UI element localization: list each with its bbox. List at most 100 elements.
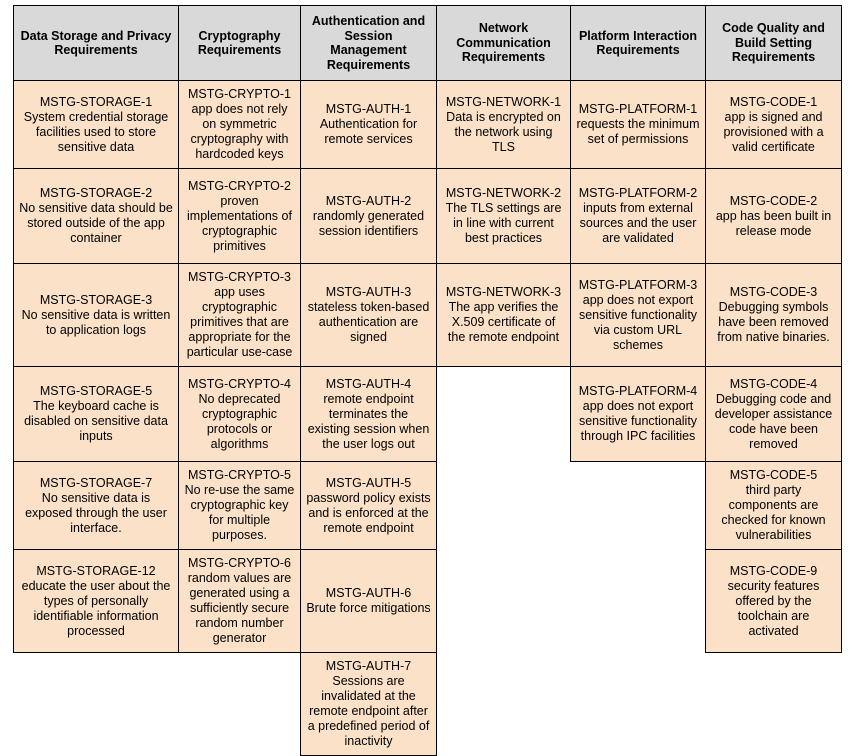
requirement-description: System credential storage facilities use… — [23, 109, 169, 154]
requirement-description: remote endpoint terminates the existing … — [307, 391, 430, 451]
column-header-data-storage: Data Storage and Privacy Requirements — [13, 5, 179, 81]
column-header-network: Network Communication Requirements — [436, 5, 571, 81]
column-header-cryptography: Cryptography Requirements — [178, 5, 301, 81]
requirement-id: MSTG-AUTH-5 — [325, 475, 412, 490]
requirement-id: MSTG-STORAGE-12 — [36, 563, 156, 578]
requirement-description: password policy exists and is enforced a… — [306, 490, 431, 535]
requirement-id: MSTG-CODE-3 — [729, 285, 818, 299]
empty-cell — [705, 652, 842, 756]
requirement-description: No deprecated cryptographic protocols or… — [198, 391, 281, 451]
requirement-description: No sensitive data is written to applicat… — [21, 307, 171, 337]
table-header: Data Storage and Privacy Requirements Cr… — [13, 5, 842, 81]
requirement-id: MSTG-CODE-5 — [729, 468, 818, 482]
table-header-row: Data Storage and Privacy Requirements Cr… — [13, 5, 842, 81]
requirement-id: MSTG-STORAGE-2 — [39, 186, 153, 200]
empty-cell — [13, 652, 179, 756]
requirement-description: app has been built in release mode — [715, 208, 832, 238]
requirement-id: MSTG-STORAGE-7 — [39, 475, 153, 490]
requirement-id: MSTG-CODE-4 — [729, 376, 818, 391]
requirement-id: MSTG-CODE-2 — [729, 193, 818, 208]
requirement-description: app does not export sensitive functional… — [578, 292, 698, 352]
requirement-id: MSTG-STORAGE-3 — [39, 292, 153, 307]
requirement-description: app is signed and provisioned with a val… — [723, 109, 824, 154]
requirement-id: MSTG-PLATFORM-3 — [578, 277, 698, 292]
requirement-description: inputs from external sources and the use… — [579, 201, 697, 245]
requirement-id: MSTG-AUTH-7 — [325, 659, 412, 673]
requirement-description: stateless token-based authentication are… — [307, 300, 430, 344]
requirement-description: app does not export sensitive functional… — [578, 399, 698, 443]
empty-cell — [178, 652, 301, 756]
requirement-description: third party components are checked for k… — [721, 483, 826, 542]
requirement-id: MSTG-STORAGE-1 — [39, 94, 153, 109]
mstg-requirements-table-wrapper: Data Storage and Privacy Requirements Cr… — [13, 5, 842, 756]
requirement-id: MSTG-AUTH-2 — [325, 193, 412, 208]
requirement-description: educate the user about the types of pers… — [21, 578, 171, 638]
requirement-id: MSTG-CRYPTO-4 — [187, 376, 292, 391]
requirement-description: Debugging code and developer assistance … — [714, 391, 833, 451]
empty-cell — [436, 366, 571, 462]
requirement-description: Sessions are invalidated at the remote e… — [307, 674, 430, 748]
requirement-id: MSTG-CODE-1 — [729, 94, 818, 109]
requirement-description: randomly generated session identifiers — [312, 208, 425, 238]
requirement-description: No sensitive data is exposed through the… — [25, 490, 167, 535]
requirement-id: MSTG-STORAGE-5 — [39, 384, 153, 398]
requirement-id: MSTG-CRYPTO-3 — [187, 270, 292, 284]
column-header-platform: Platform Interaction Requirements — [570, 5, 706, 81]
requirement-id: MSTG-PLATFORM-2 — [578, 186, 698, 200]
requirement-id: MSTG-PLATFORM-1 — [578, 102, 698, 116]
requirement-id: MSTG-AUTH-3 — [325, 285, 412, 299]
column-header-authentication: Authentication and Session Management Re… — [300, 5, 437, 81]
requirement-id: MSTG-CRYPTO-2 — [187, 178, 292, 193]
requirement-id: MSTG-AUTH-6 — [325, 586, 412, 600]
requirement-description: Authentication for remote services — [319, 117, 418, 146]
empty-cell — [436, 549, 571, 653]
requirement-description: requests the minimum set of permissions — [576, 117, 700, 146]
requirement-id: MSTG-CRYPTO-5 — [187, 468, 292, 482]
empty-cell — [436, 652, 571, 756]
requirement-id: MSTG-AUTH-1 — [325, 102, 412, 116]
requirement-description: random values are generated using a suff… — [187, 571, 292, 645]
requirement-description: No re-use the same cryptographic key for… — [184, 483, 295, 542]
requirement-description: proven implementations of cryptographic … — [187, 193, 292, 253]
requirement-description: app uses cryptographic primitives that a… — [186, 285, 293, 359]
requirement-description: No sensitive data should be stored outsi… — [19, 201, 173, 245]
